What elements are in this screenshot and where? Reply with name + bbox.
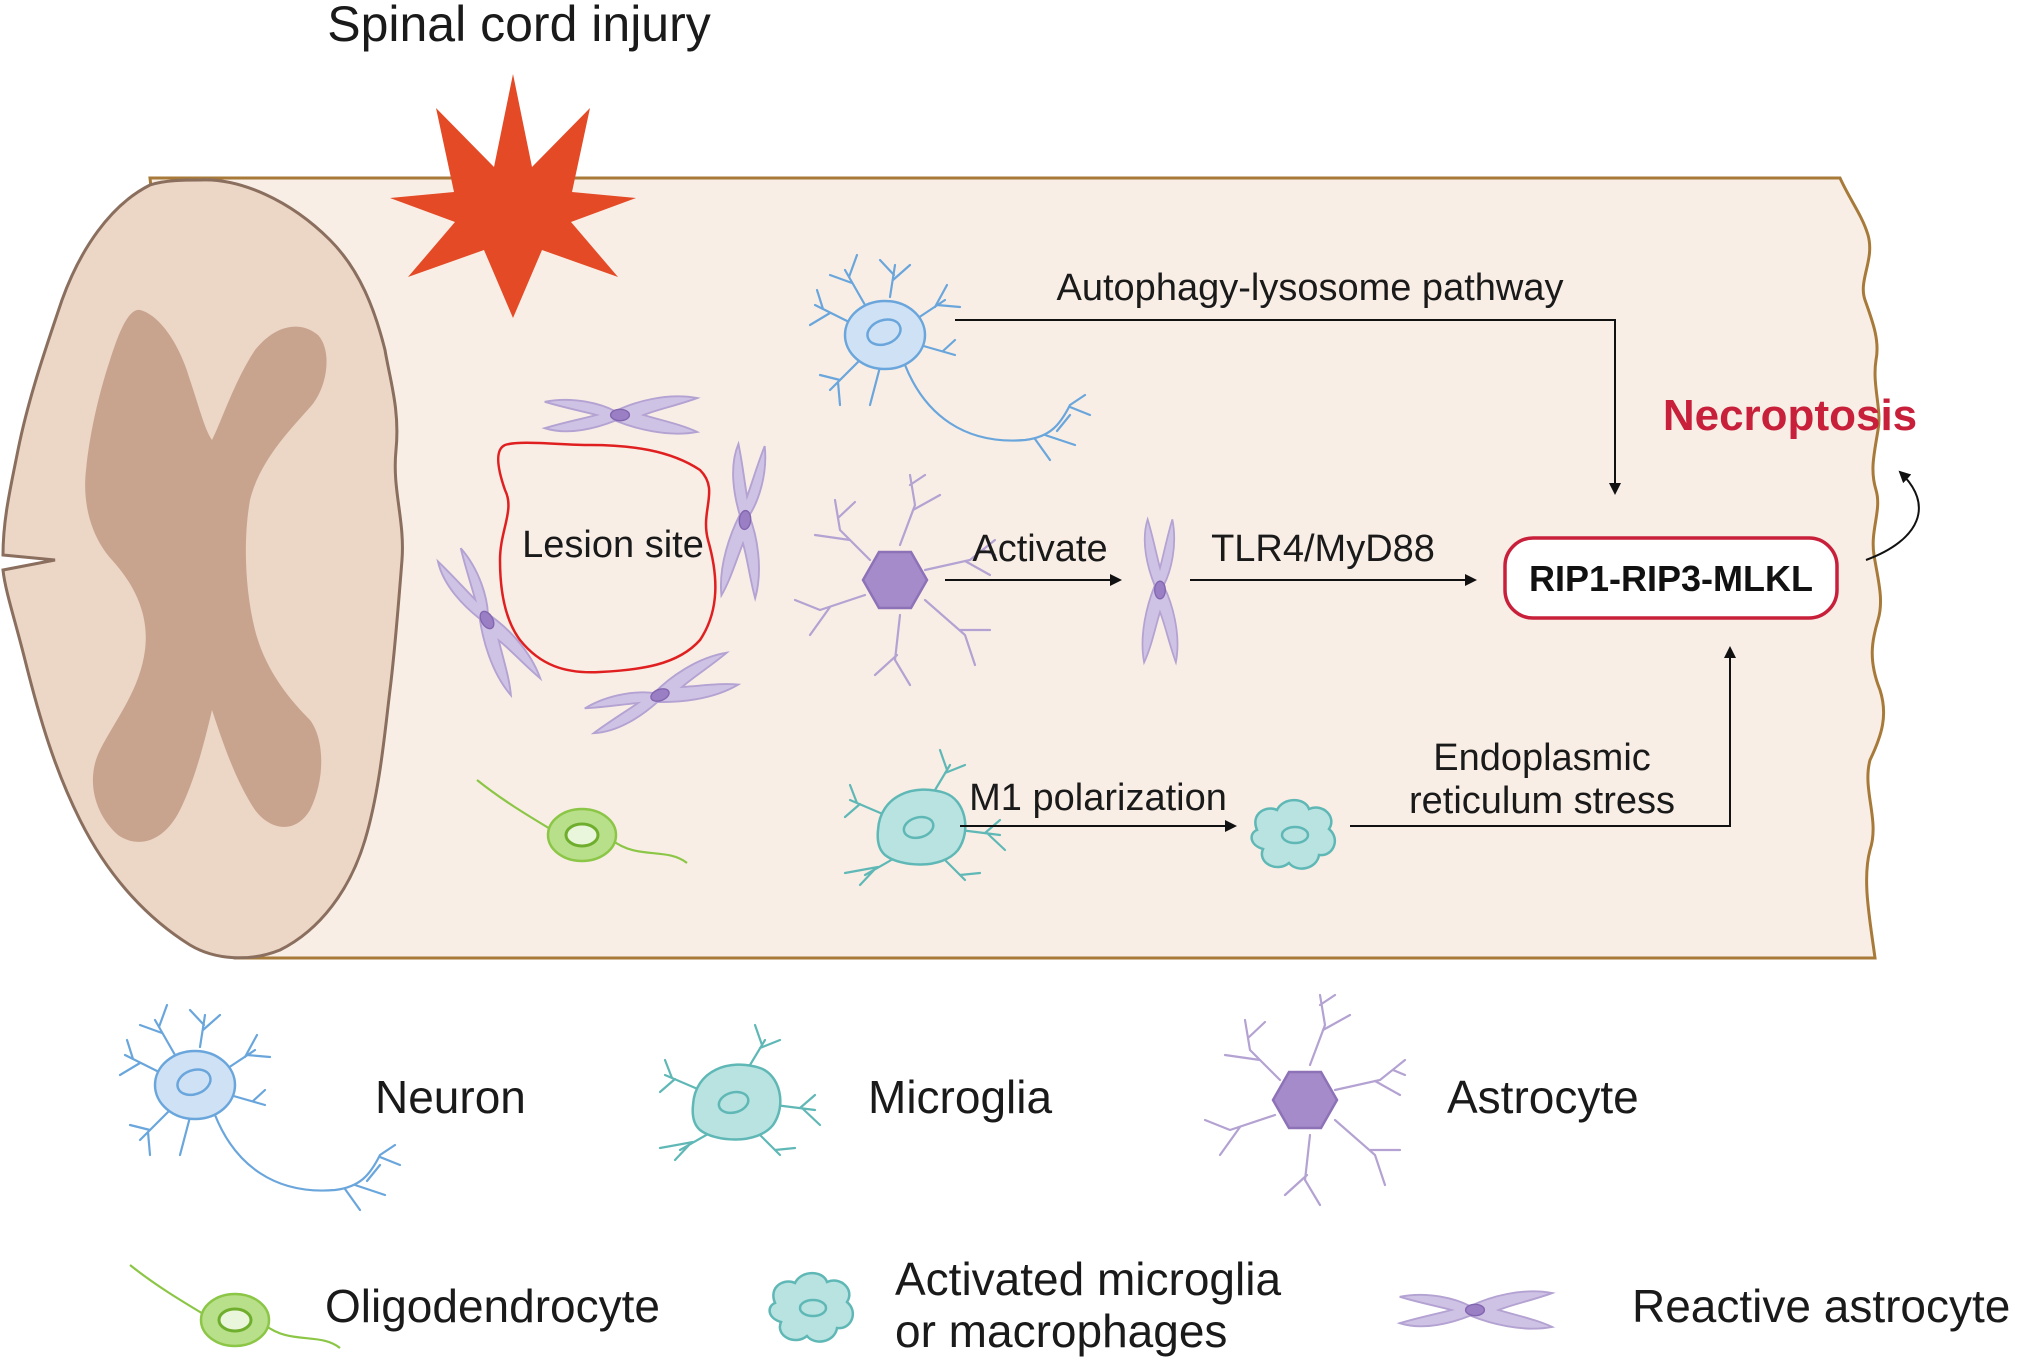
legend-neuron-label: Neuron: [375, 1071, 526, 1123]
autophagy-label: Autophagy-lysosome pathway: [1057, 267, 1564, 309]
m1-label: M1 polarization: [969, 777, 1227, 819]
injury-star: [390, 74, 636, 318]
rip-complex-box: [1503, 536, 1839, 620]
legend-activated-microglia-icon: [768, 1271, 855, 1343]
legend-neuron-icon: [118, 1003, 402, 1212]
legend-microglia-icon: [658, 1023, 822, 1162]
legend-microglia-label: Microglia: [868, 1071, 1052, 1123]
legend-activated-label-line2: or macrophages: [895, 1305, 1227, 1357]
necroptosis-arrow: [1865, 470, 1920, 561]
necroptosis-label: Necroptosis: [1663, 391, 1917, 440]
legend: Neuron Microglia Astrocyte Oligodendrocy…: [118, 993, 2010, 1357]
legend-astrocyte-icon: [1203, 993, 1407, 1207]
er-stress-label-line1: Endoplasmic: [1433, 737, 1651, 779]
diagram-title: Spinal cord injury: [327, 0, 711, 52]
er-stress-arrow: [1350, 646, 1736, 827]
autophagy-arrow: [955, 319, 1621, 495]
gray-matter: [85, 309, 327, 842]
legend-oligodendrocyte-icon: [128, 1263, 342, 1350]
legend-astrocyte-label: Astrocyte: [1447, 1071, 1639, 1123]
lesion-label: Lesion site: [522, 524, 704, 566]
lesion-outline: [497, 441, 717, 674]
legend-reactive-astrocyte-label: Reactive astrocyte: [1632, 1280, 2010, 1332]
tlr4-label: TLR4/MyD88: [1211, 528, 1435, 570]
activate-label: Activate: [972, 528, 1107, 570]
spinal-cord-body: [148, 176, 1886, 960]
legend-activated-label-line1: Activated microglia: [895, 1253, 1281, 1305]
legend-reactive-astrocyte-icon: [1398, 1290, 1554, 1330]
rip-complex-label: RIP1-RIP3-MLKL: [1529, 558, 1813, 599]
er-stress-label-line2: reticulum stress: [1409, 780, 1675, 822]
legend-oligodendrocyte-label: Oligodendrocyte: [325, 1280, 660, 1332]
